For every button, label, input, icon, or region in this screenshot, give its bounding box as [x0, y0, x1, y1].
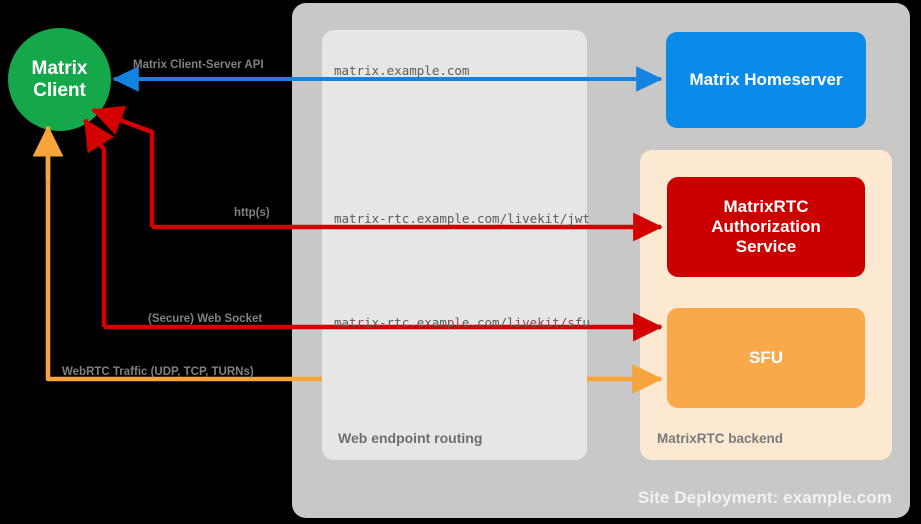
- endpoint-url-matrix: matrix.example.com: [334, 63, 470, 78]
- node-matrix-homeserver[interactable]: Matrix Homeserver: [666, 32, 866, 128]
- site-deployment-label: Site Deployment: example.com: [637, 488, 892, 507]
- node-matrix-client-label: Matrix Client: [31, 58, 88, 101]
- edge-label-https: http(s): [234, 207, 270, 219]
- edge-label-matrix-client-server-api: Matrix Client-Server API: [133, 59, 264, 71]
- web-endpoint-routing-container: Web endpoint routing: [322, 30, 587, 460]
- node-matrixrtc-authorization-service[interactable]: MatrixRTC Authorization Service: [667, 177, 865, 277]
- edge-label-webrtc-traffic: WebRTC Traffic (UDP, TCP, TURNs): [62, 366, 254, 378]
- node-matrixrtc-authorization-service-label: MatrixRTC Authorization Service: [711, 196, 821, 257]
- node-sfu[interactable]: SFU: [667, 308, 865, 408]
- edge-label-secure-web-socket: (Secure) Web Socket: [148, 313, 263, 325]
- endpoint-url-livekit-sfu: matrix-rtc.example.com/livekit/sfu: [334, 315, 590, 330]
- node-matrix-homeserver-label: Matrix Homeserver: [689, 69, 843, 89]
- matrixrtc-backend-label: MatrixRTC backend: [657, 431, 784, 446]
- edge-websocket-to-client: [83, 118, 115, 327]
- node-sfu-label: SFU: [749, 347, 783, 367]
- web-endpoint-routing-label: Web endpoint routing: [338, 430, 483, 446]
- edge-https-jwt-to-client: [91, 105, 155, 227]
- node-matrix-client[interactable]: Matrix Client: [8, 28, 111, 131]
- endpoint-url-livekit-jwt: matrix-rtc.example.com/livekit/jwt: [334, 211, 590, 226]
